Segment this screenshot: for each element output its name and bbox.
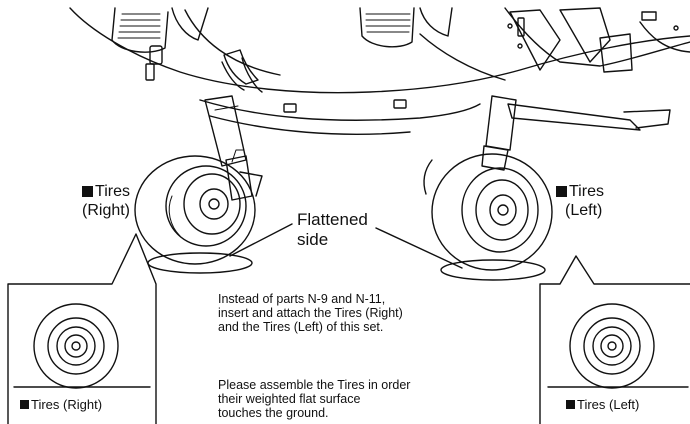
instruction-paragraph-1: Instead of parts N-9 and N-11, insert an…: [218, 292, 403, 334]
label-tires-left: Tires (Left): [556, 182, 604, 220]
instruction-line: Instead of parts N-9 and N-11,: [218, 292, 386, 306]
flattened-leader-right: [375, 227, 463, 269]
landing-gear-right: [134, 95, 263, 265]
label-tires-left-line2: (Left): [565, 202, 603, 219]
label-tires-left-line1: Tires: [569, 183, 604, 200]
bullet-square-icon: [566, 400, 575, 409]
instruction-line: insert and attach the Tires (Right): [218, 306, 403, 320]
label-tires-right: Tires (Right): [58, 182, 130, 220]
instruction-line: and the Tires (Left) of this set.: [218, 320, 384, 334]
instruction-line: Please assemble the Tires in order: [218, 378, 411, 392]
label-tires-right-line2: (Right): [82, 202, 131, 219]
inset-caption-left-text: Tires (Left): [577, 397, 640, 412]
label-tires-right-line1: Tires: [95, 183, 131, 200]
inset-caption-right-text: Tires (Right): [31, 397, 103, 412]
landing-gear-left: [423, 95, 671, 271]
engine-cylinders-right: [359, 7, 453, 48]
engine-cylinders-left: [111, 7, 209, 81]
label-flattened-line2: side: [297, 230, 329, 249]
inset-caption-left: Tires (Left): [566, 397, 639, 413]
flattened-leader-left: [229, 223, 293, 257]
label-flattened-side: Flattened side: [297, 210, 368, 250]
bullet-square-icon: [82, 186, 94, 197]
instruction-line: touches the ground.: [218, 406, 329, 420]
bullet-square-icon: [20, 400, 29, 409]
ground-contact-right: [147, 252, 253, 274]
instruction-paragraph-2: Please assemble the Tires in order their…: [218, 378, 410, 420]
inset-frame-right-tire: [7, 233, 157, 424]
ground-contact-left: [440, 259, 546, 281]
instruction-line: their weighted flat surface: [218, 392, 361, 406]
label-flattened-line1: Flattened: [297, 210, 368, 229]
aircraft-underside: [69, 7, 690, 135]
inset-caption-right: Tires (Right): [20, 397, 102, 413]
bullet-square-icon: [556, 186, 567, 197]
inset-frame-left-tire: [539, 255, 690, 424]
